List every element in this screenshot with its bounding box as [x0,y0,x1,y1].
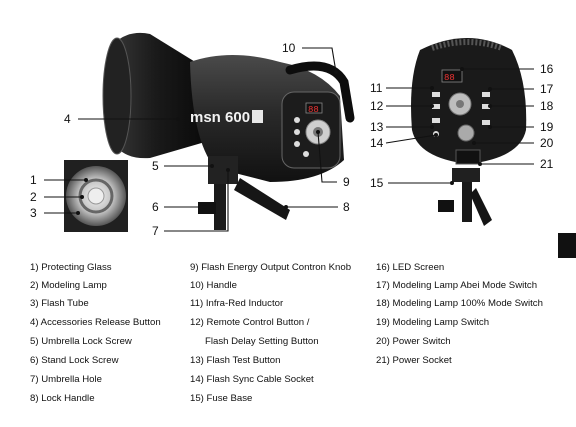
legend-item-2: 2) Modeling Lamp [30,280,107,291]
legend-item-15: 15) Fuse Base [190,393,253,404]
legend-item-14: 14) Flash Sync Cable Socket [190,374,314,385]
callout-14: 14 [370,136,384,150]
brand-logo [252,110,263,123]
legend-item-12-cont: Flash Delay Setting Button [205,336,319,347]
callout-17: 17 [540,82,554,96]
legend-item-19: 19) Modeling Lamp Switch [376,317,490,328]
strobe-rear-view: 88 [411,38,527,226]
legend-item-10: 10) Handle [190,280,237,291]
legend-item-17: 17) Modeling Lamp Abei Mode Switch [376,280,538,291]
strobe-side-view: 88 msn 600 [102,32,355,230]
callout-5: 5 [152,159,159,173]
legend-item-21: 21) Power Socket [376,355,452,366]
lamp-inset [64,160,128,232]
legend-item-4: 4) Accessories Release Button [30,317,161,328]
callout-9: 9 [343,175,350,189]
callout-2: 2 [30,190,37,204]
legend-item-6: 6) Stand Lock Screw [30,355,119,366]
callout-4: 4 [64,112,71,126]
callout-7: 7 [152,224,159,238]
strobe-diagram: 88 msn 600 88 [30,32,554,238]
brand-label: msn 600 [190,109,250,126]
legend-item-13: 13) Flash Test Button [190,355,281,366]
callout-20: 20 [540,136,554,150]
callout-16: 16 [540,62,554,76]
callout-8: 8 [343,200,350,214]
legend-item-12: 12) Remote Control Button / [190,317,310,328]
callout-18: 18 [540,99,554,113]
callout-13: 13 [370,120,384,134]
legend-item-18: 18) Modeling Lamp 100% Mode Switch [376,298,543,309]
stand-mount [208,156,238,184]
legend-item-5: 5) Umbrella Lock Screw [30,336,132,347]
legend-item-9: 9) Flash Energy Output Contron Knob [190,262,352,273]
legend-item-8: 8) Lock Handle [30,393,95,404]
legend-item-7: 7) Umbrella Hole [30,374,102,385]
led-readout-side: 88 [308,105,319,115]
callout-6: 6 [152,200,159,214]
power-socket [455,149,481,165]
led-readout-rear: 88 [444,73,455,83]
callouts: 1 2 3 4 5 6 7 8 9 10 11 12 13 14 [30,41,554,238]
reflector [106,32,205,159]
callout-21: 21 [540,157,554,171]
callout-1: 1 [30,173,37,187]
legend-item-1: 1) Protecting Glass [30,262,112,273]
legend-item-20: 20) Power Switch [376,336,451,347]
callout-3: 3 [30,206,37,220]
callout-12: 12 [370,99,384,113]
handle [285,61,355,123]
legend-item-3: 3) Flash Tube [30,298,89,309]
callout-11: 11 [370,81,383,95]
callout-10: 10 [282,41,296,55]
callout-15: 15 [370,176,384,190]
lock-handle [234,178,290,220]
legend-item-11: 11) Infra-Red Inductor [190,298,284,309]
legend-item-16: 16) LED Screen [376,262,445,273]
callout-19: 19 [540,120,554,134]
page-tab-marker [558,233,576,258]
